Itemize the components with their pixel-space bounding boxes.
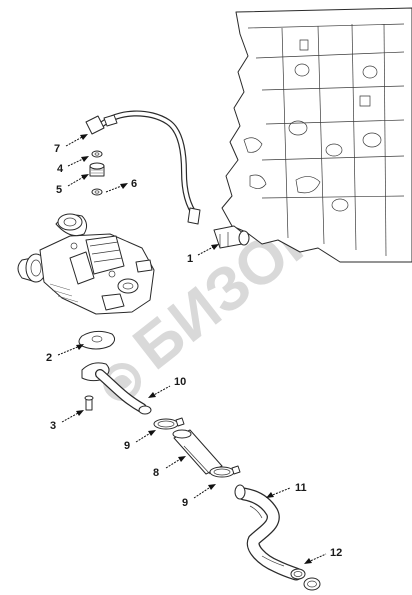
callout-9-lower: 9 xyxy=(182,484,216,509)
callout-11: 11 xyxy=(266,482,307,498)
callout-label-7: 7 xyxy=(54,143,60,155)
return-pipe-11 xyxy=(234,484,303,581)
callout-label-3: 3 xyxy=(50,420,56,432)
fitting-washer-4 xyxy=(91,150,103,158)
callout-2: 2 xyxy=(46,344,84,364)
callout-label-11: 11 xyxy=(295,482,307,494)
callout-label-1: 1 xyxy=(187,253,193,265)
callout-6: 6 xyxy=(105,178,137,193)
callout-1: 1 xyxy=(187,244,219,265)
o-rings-12 xyxy=(290,568,321,591)
callout-label-6: 6 xyxy=(131,178,137,190)
engine-block xyxy=(221,7,412,263)
callout-label-12: 12 xyxy=(330,547,342,559)
fitting-washer-6 xyxy=(91,188,103,196)
callout-5: 5 xyxy=(56,174,89,196)
fitting-adapter-5 xyxy=(89,162,105,177)
callout-10: 10 xyxy=(148,376,186,398)
turbocharger xyxy=(17,213,155,315)
rubber-hose-8 xyxy=(172,429,223,475)
callout-7: 7 xyxy=(54,134,88,155)
hose-clamp-9-upper xyxy=(153,417,185,430)
callout-8: 8 xyxy=(153,456,186,479)
elbow-fitting-1 xyxy=(213,225,250,249)
oil-feed-hose xyxy=(85,110,201,225)
callout-label-2: 2 xyxy=(46,352,52,364)
callout-label-9-lower: 9 xyxy=(182,497,188,509)
callout-label-4: 4 xyxy=(57,163,64,175)
callout-label-8: 8 xyxy=(153,467,159,479)
oil-drain-tube-10 xyxy=(81,362,152,415)
callout-12: 12 xyxy=(304,547,342,564)
gasket-2 xyxy=(78,330,116,350)
callout-9-upper: 9 xyxy=(124,430,156,452)
hose-clamp-9-lower xyxy=(209,465,241,478)
callout-4: 4 xyxy=(57,156,89,175)
callout-label-10: 10 xyxy=(174,376,186,388)
callout-label-9-upper: 9 xyxy=(124,440,130,452)
callout-3: 3 xyxy=(50,410,84,432)
callout-label-5: 5 xyxy=(56,184,62,196)
bolt-3 xyxy=(84,395,94,411)
